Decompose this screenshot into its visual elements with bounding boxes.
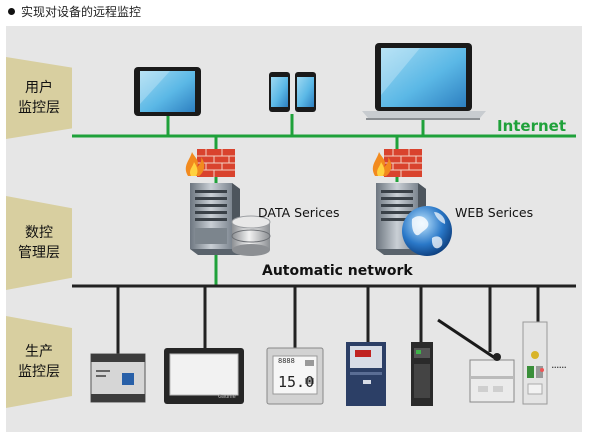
layer-user-monitoring: 用户 监控层 xyxy=(6,57,72,139)
laptop-icon xyxy=(362,43,486,120)
firewall-icon-2 xyxy=(372,149,422,177)
bullet-dot xyxy=(8,8,15,15)
layer-user-line1: 用户 xyxy=(25,80,53,96)
thermostat-display-value: 15.0 xyxy=(278,373,315,391)
hmi-touch-panel-icon xyxy=(164,348,244,404)
smartphone-icon-2 xyxy=(295,72,316,112)
globe-icon xyxy=(402,206,452,256)
thermostat-controller-icon xyxy=(266,347,324,405)
hmi-brand-text: Gaunle xyxy=(218,394,236,400)
inverter-drive-icon xyxy=(346,342,386,406)
layer-production-line1: 生产 xyxy=(25,344,53,360)
automatic-network-label: Automatic network xyxy=(262,263,413,279)
data-services-label: DATA Serices xyxy=(258,205,340,220)
layer-control-line2: 管理层 xyxy=(18,245,60,261)
heading-text: 实现对设备的远程监控 xyxy=(21,5,142,19)
internet-label: Internet xyxy=(497,117,567,135)
database-icon xyxy=(231,215,271,256)
tablet-icon xyxy=(134,67,201,116)
thermostat-small-readout: 8888 xyxy=(278,357,295,365)
more-devices-ellipsis: ...... xyxy=(551,358,567,371)
io-module-icon xyxy=(522,321,548,405)
layer-production-monitoring: 生产 监控层 xyxy=(6,316,72,408)
layer-control-management: 数控 管理层 xyxy=(6,196,72,290)
plc-controller-icon xyxy=(90,353,146,403)
layer-control-line1: 数控 xyxy=(25,225,53,241)
automatic-network-bus xyxy=(72,284,576,354)
data-server-icon xyxy=(190,183,240,255)
wireless-gateway-icon xyxy=(437,318,515,403)
web-services-label: WEB Serices xyxy=(455,205,534,220)
layer-production-line2: 监控层 xyxy=(18,364,60,380)
layer-user-line2: 监控层 xyxy=(18,100,60,116)
servo-drive-icon xyxy=(411,342,433,406)
smartphone-icon xyxy=(269,72,290,112)
firewall-icon xyxy=(185,149,235,177)
internet-bus xyxy=(72,114,576,285)
section-heading: 实现对设备的远程监控 xyxy=(8,3,141,20)
